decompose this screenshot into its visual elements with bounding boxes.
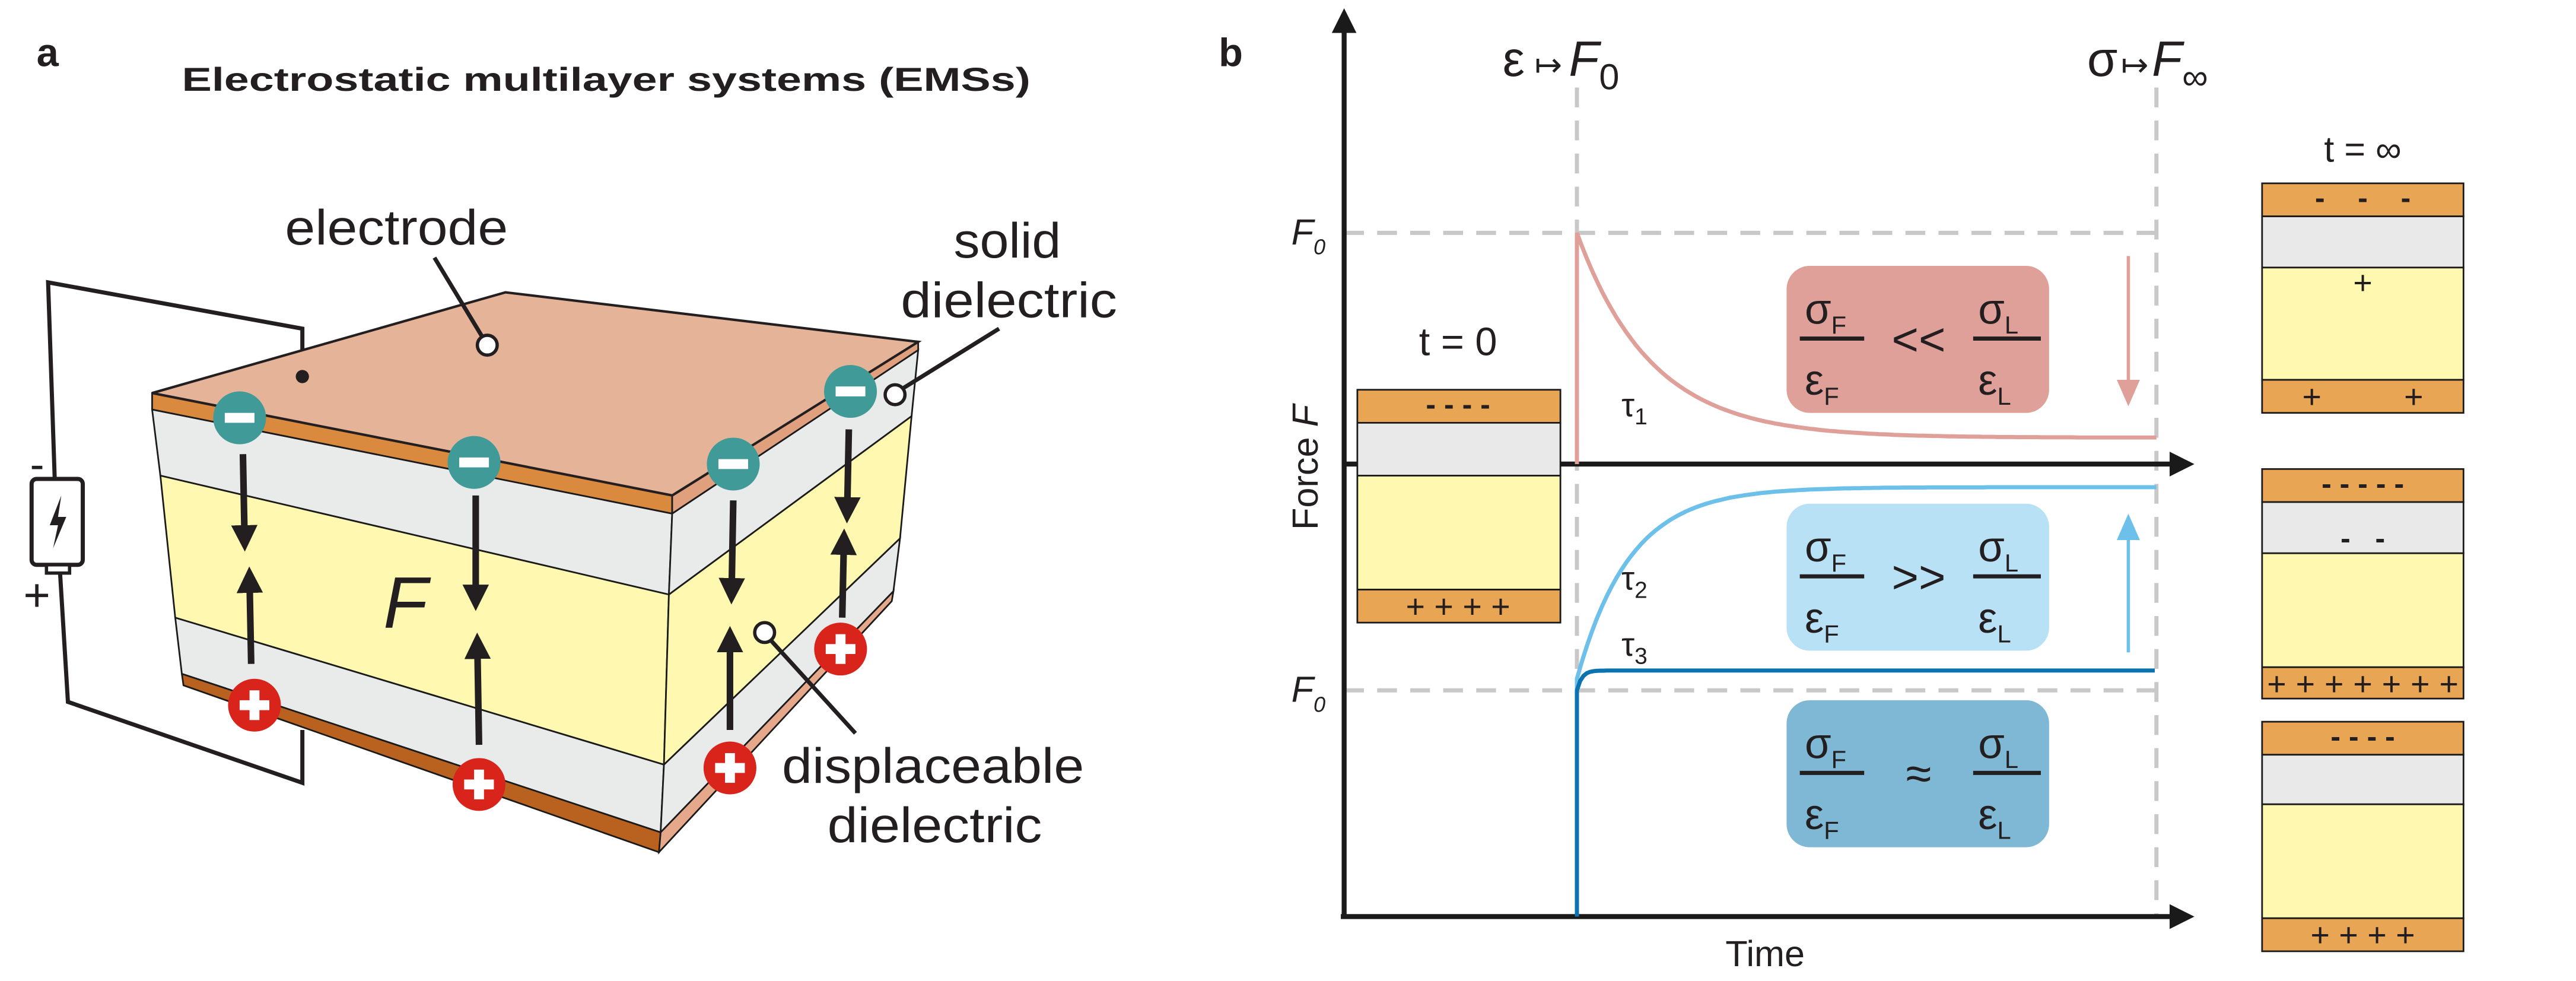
decrease-arrowhead-icon	[2116, 380, 2140, 407]
numerator-left: σF	[1805, 523, 1846, 577]
panel-a: a Electrostatic multilayer systems (EMSs…	[23, 31, 1117, 855]
decay-curve	[1575, 232, 2157, 464]
minus-charge-icon	[707, 437, 760, 491]
numerator-right: σL	[1978, 720, 2018, 773]
panel-letter-b: b	[1219, 31, 1243, 75]
electrode-marker	[475, 334, 499, 357]
denominator-right: εL	[1978, 791, 2011, 845]
wire-contact-dot	[295, 370, 309, 383]
stack-tinf-1-bottom: + +	[2303, 378, 2424, 415]
stack-tinf-3-bottom: + + + +	[2310, 917, 2415, 954]
arrow-up	[464, 632, 491, 745]
positive-charges	[228, 623, 867, 811]
increase-arrowhead-icon	[2116, 513, 2140, 540]
stack-t0-title: t = 0	[1419, 320, 1497, 364]
stack-tinf-3-top: - - - -	[2330, 720, 2394, 753]
stack-tinf-2-bottom: +++++++	[2267, 666, 2459, 703]
displaceable-dielectric-label-2: dielectric	[828, 797, 1042, 853]
arrow-up	[236, 566, 263, 664]
comparison-operator: ≈	[1906, 747, 1932, 799]
denominator-left: εF	[1805, 791, 1839, 845]
condition-box-fast	[1786, 700, 2049, 847]
tau-1-label: τ1	[1621, 386, 1648, 430]
force-arrows	[231, 429, 861, 745]
numerator-left: σF	[1805, 285, 1846, 339]
condition-fraction: σF εF σL εL >>	[1799, 523, 2041, 648]
denominator-right: εL	[1978, 595, 2011, 648]
plus-charge-icon	[814, 623, 867, 676]
battery-minus: -	[30, 441, 44, 488]
panel-b: b ε↦F0 σ↦F∞ F0 F0 Force F Time τ1 τ2 τ3	[1219, 8, 2464, 974]
plus-charge-icon	[452, 758, 505, 811]
displaceable-dielectric-leader	[769, 639, 857, 735]
minus-charge-icon	[213, 391, 266, 445]
x-axis-label: Time	[1725, 934, 1805, 974]
comparison-operator: <<	[1892, 313, 1946, 365]
stack-tinf-2: - - - - - - - +++++++	[2261, 467, 2464, 703]
comparison-operator: >>	[1892, 551, 1946, 603]
f0-upper-label: F0	[1292, 212, 1326, 259]
solid-dielectric-marker	[883, 383, 907, 407]
tau-3-label: τ3	[1621, 626, 1648, 669]
minus-charge-icon	[824, 365, 877, 418]
solid-dielectric-label-2: dielectric	[901, 272, 1117, 328]
rise-curve	[1575, 485, 2157, 691]
plus-charge-icon	[228, 678, 281, 732]
numerator-left: σF	[1805, 720, 1846, 773]
numerator-right: σL	[1978, 523, 2018, 577]
header-epsilon-to-F0: ε↦F0	[1503, 31, 1620, 97]
stack-t0-positive-charges: + + + +	[1405, 588, 1510, 625]
stacks-tinf-title: t = ∞	[2324, 129, 2401, 170]
battery-icon	[29, 477, 85, 575]
stack-tinf-3: - - - - + + + +	[2261, 720, 2464, 954]
numerator-right: σL	[1978, 285, 2018, 339]
solid-dielectric-label-1: solid	[953, 212, 1061, 268]
condition-fraction: σF εF σL εL ≈	[1799, 720, 2041, 845]
arrow-down	[718, 500, 745, 605]
stack-tinf-2-mid: - -	[2340, 522, 2385, 555]
electrode-leader	[432, 256, 484, 338]
y-axis-label: Force F	[1285, 402, 1325, 530]
condition-box-decay	[1786, 266, 2049, 413]
arrow-down	[834, 429, 861, 524]
stack-tinf-1-mid: +	[2353, 264, 2373, 301]
plus-charge-icon	[703, 741, 756, 795]
header-sigma-to-Finf: σ↦F∞	[2087, 31, 2208, 97]
arrow-down	[231, 454, 258, 552]
denominator-right: εL	[1978, 357, 2011, 410]
displaceable-dielectric-marker	[753, 621, 777, 645]
condition-fraction: σF εF σL εL <<	[1799, 285, 2041, 410]
electrode-label: electrode	[285, 199, 508, 255]
denominator-left: εF	[1805, 357, 1839, 410]
stack-tinf-2-top: - - - - -	[2321, 467, 2404, 500]
condition-box-rise	[1786, 503, 2049, 651]
fast-curve	[1575, 668, 2155, 917]
denominator-left: εF	[1805, 595, 1839, 648]
battery-plus: +	[23, 569, 50, 621]
circuit-wire-lower	[58, 566, 305, 786]
minus-charge-icon	[447, 436, 501, 489]
panel-a-title: Electrostatic multilayer systems (EMSs)	[182, 61, 1031, 98]
guide-lines	[1344, 87, 2159, 917]
force-label-F: F	[383, 561, 431, 643]
displaceable-dielectric-label-1: displaceable	[782, 738, 1084, 793]
arrow-up	[830, 528, 857, 618]
stack-tinf-1: - - - + + +	[2261, 182, 2464, 415]
solid-dielectric-leader	[902, 326, 1000, 390]
stack-tinf-1-top: - - -	[2315, 182, 2410, 215]
f0-lower-label: F0	[1292, 669, 1326, 717]
stack-t0: t = 0 - - - - + + + +	[1356, 320, 1561, 625]
stack-t0-negative-charges: - - - -	[1426, 388, 1490, 421]
negative-charges	[213, 365, 877, 491]
tau-2-label: τ2	[1621, 560, 1648, 603]
panel-letter-a: a	[37, 31, 59, 75]
